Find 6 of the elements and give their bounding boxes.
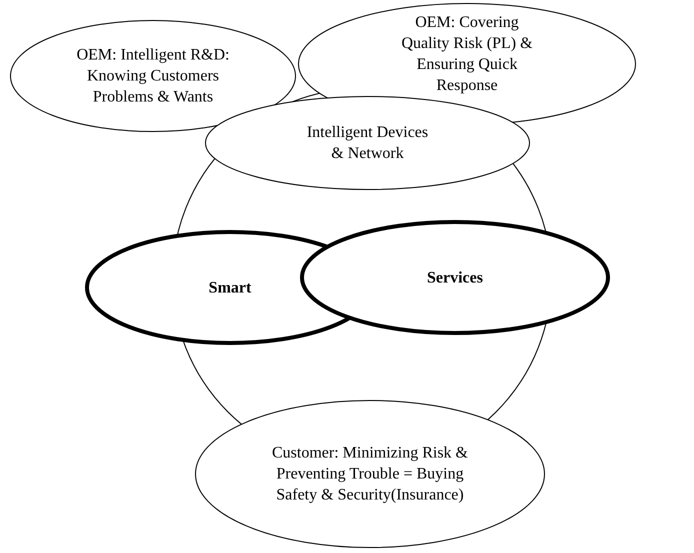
node-label: Smart: [208, 278, 252, 298]
node-label: OEM: Intelligent R&D: Knowing Customers Problems & Wants: [76, 46, 230, 108]
node-label: OEM: Covering Quality Risk (PL) & Ensuring Quick Response: [400, 13, 534, 96]
node-label: Customer: Minimizing Risk & Preventing Trouble = Buying Safety & Security(Insurance): [271, 444, 469, 506]
node-label: Services: [426, 268, 484, 288]
node-label: Intelligent Devices & Network: [306, 123, 430, 164]
